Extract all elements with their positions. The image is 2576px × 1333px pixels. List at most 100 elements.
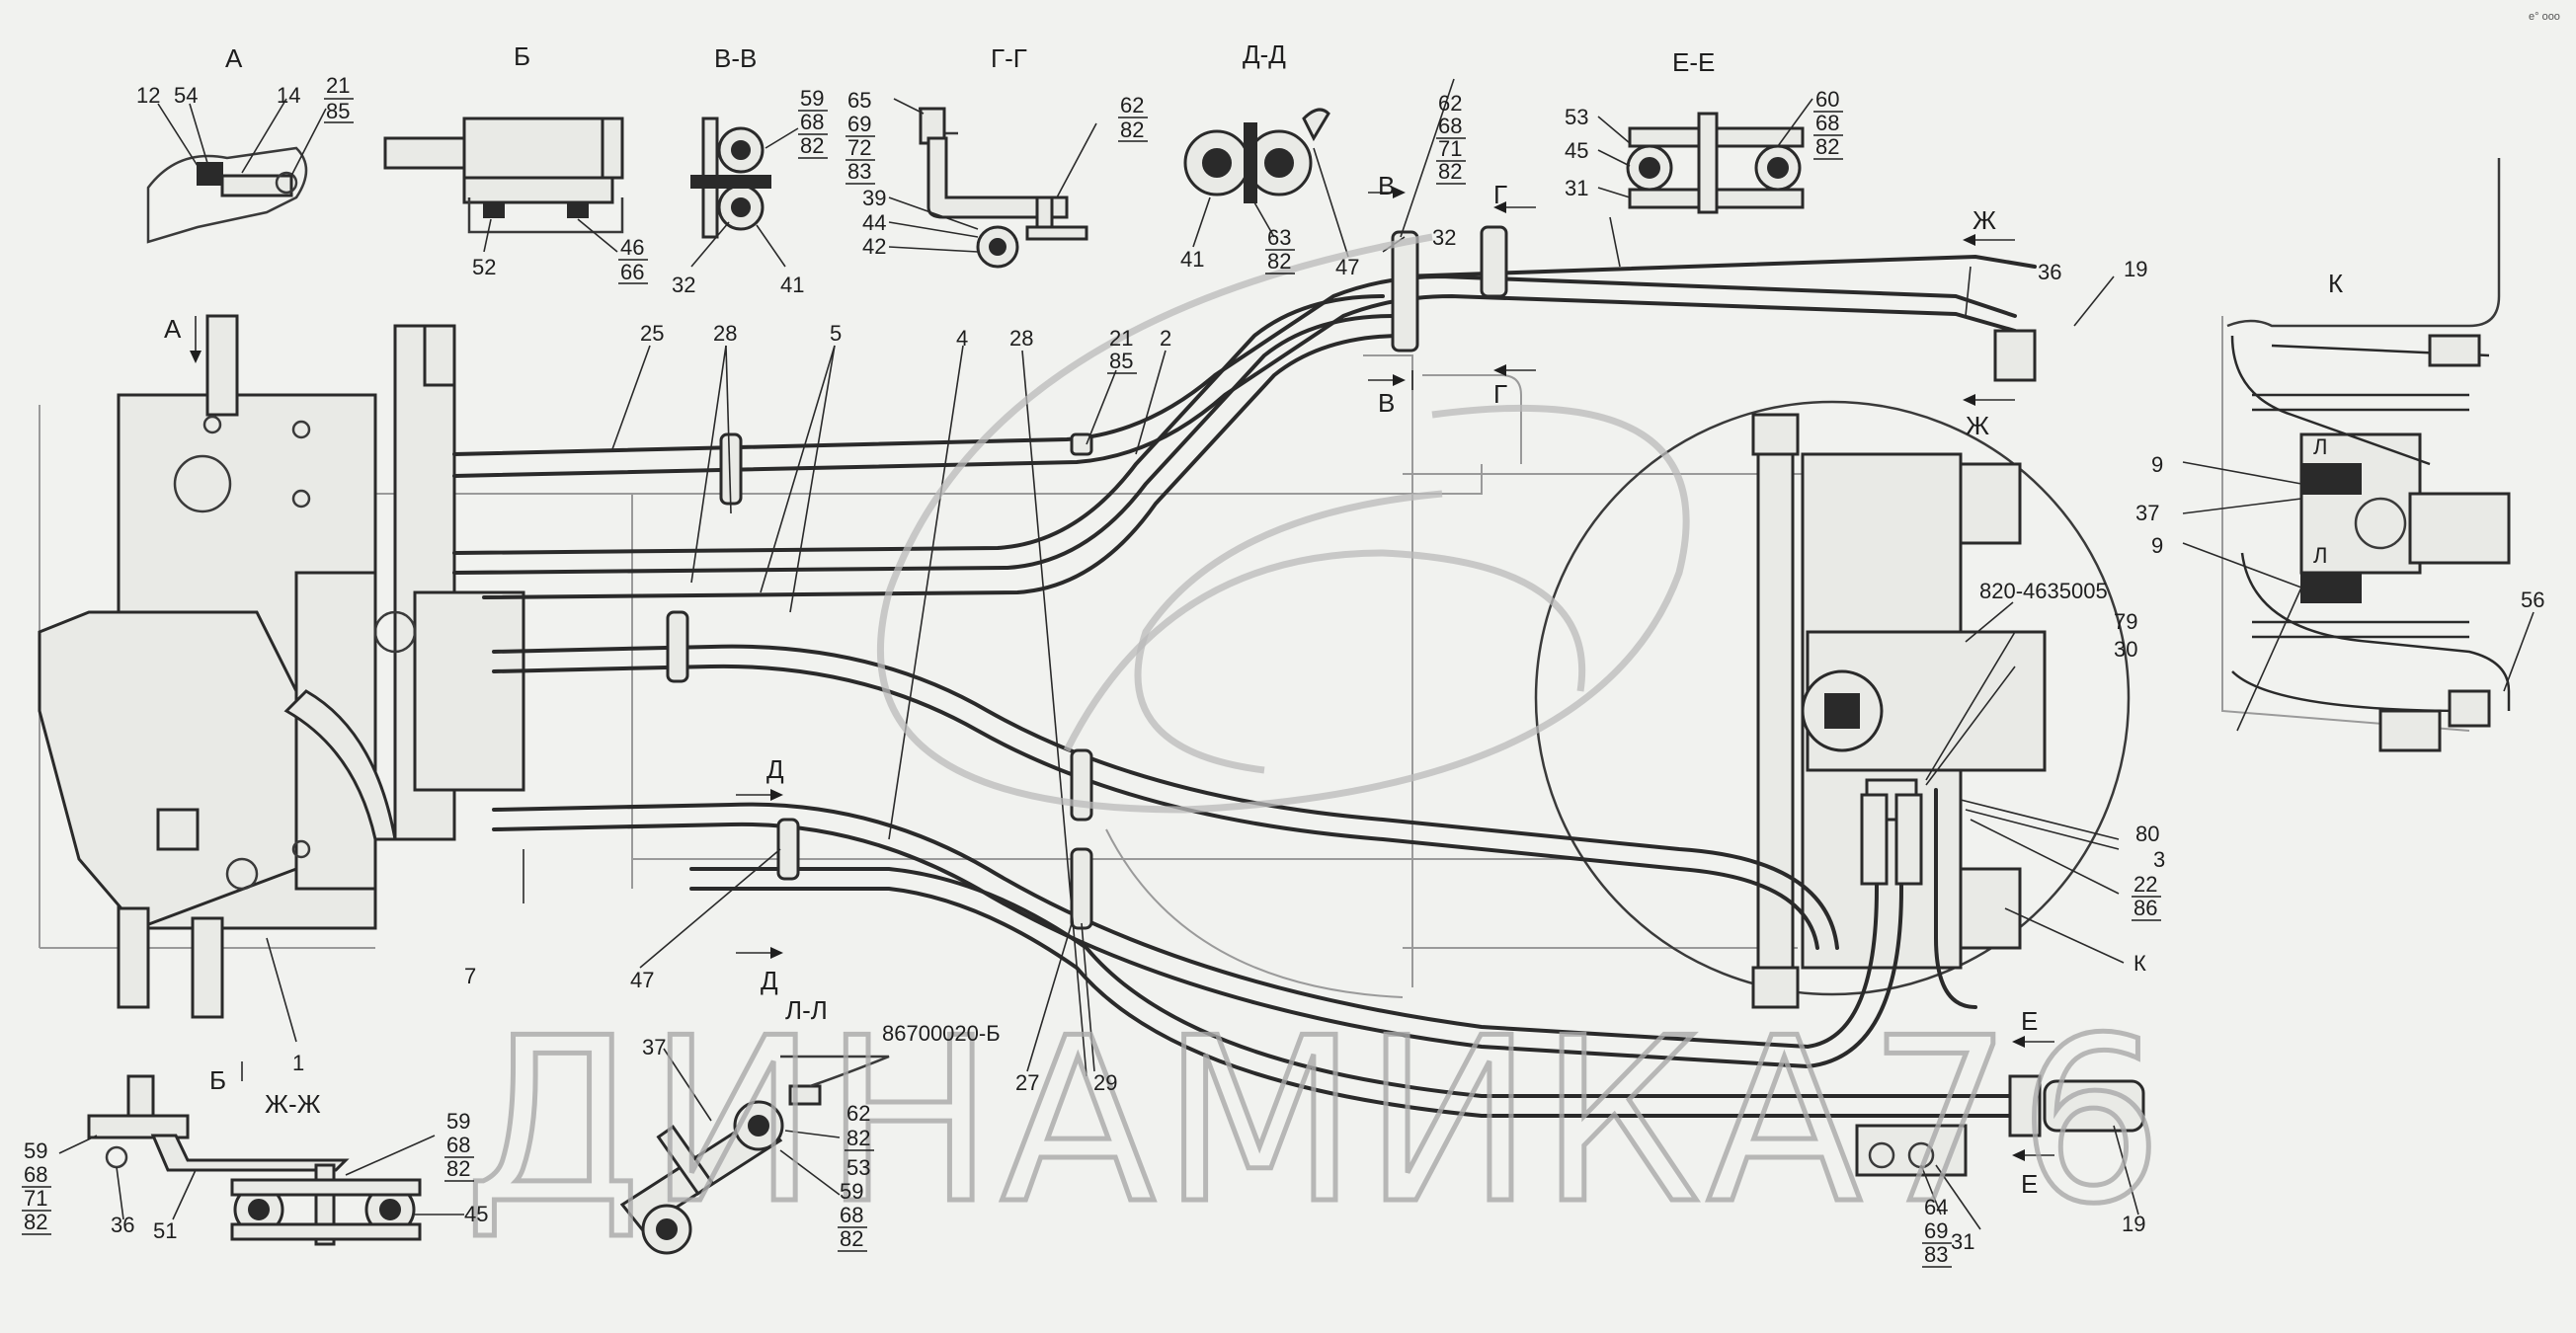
label-p-19: 19 [2124,257,2147,281]
cut-mark-v-top: В [1378,171,1395,200]
label-m-82: 82 [1438,159,1462,184]
cut-mark-zh-bot: Ж [1966,411,1989,440]
label-ll-ref: 86700020-Б [882,1021,1001,1046]
cut-mark-l-top: Л [2313,434,2327,459]
detail-gg [888,98,1097,269]
label-p-47: 47 [630,968,654,992]
detail-a [146,98,327,244]
section-title-ll: Л-Л [785,995,828,1025]
label-vv-82: 82 [800,133,824,158]
cut-mark-d-bot: Д [761,966,778,995]
label-p-2: 2 [1160,326,1171,351]
label-k-56: 56 [2521,588,2544,612]
pipe-bundle-upper [452,254,2037,599]
label-gg-72: 72 [847,135,871,160]
label-m-71: 71 [1438,136,1462,161]
cut-mark-v-bot: В [1378,388,1395,418]
label-p-21: 21 [1109,326,1133,351]
section-title-b: Б [514,41,530,71]
label-bot-19: 19 [2122,1212,2145,1236]
cut-mark-e-top: Е [2021,1006,2038,1036]
part-number-labels: 12 54 14 21 85 52 46 66 59 68 82 32 41 6… [24,73,2544,1267]
section-cut-arrows [190,187,2054,1161]
label-p-25: 25 [640,321,664,346]
label-k-9a: 9 [2151,452,2163,477]
section-title-zhzh: Ж-Ж [265,1089,321,1119]
label-vv-59: 59 [800,86,824,111]
label-p-part: 820-4635005 [1979,579,2108,603]
section-title-gg: Г-Г [991,43,1027,73]
label-b-66: 66 [620,260,644,284]
label-gg-39: 39 [862,186,886,210]
label-p-36: 36 [2038,260,2061,284]
detail-ee [1597,98,1813,214]
label-zh-71: 71 [24,1186,47,1211]
label-p-3: 3 [2153,847,2165,872]
label-p-K: К [2133,951,2146,976]
label-ee-60: 60 [1815,87,1839,112]
detail-zhzh [58,1074,464,1246]
label-zh-51: 51 [153,1218,177,1243]
label-vv-41: 41 [780,273,804,297]
label-k-37: 37 [2135,501,2159,525]
label-ll-82: 82 [846,1126,870,1150]
label-p-22: 22 [2133,872,2157,897]
label-ll-68: 68 [840,1203,863,1227]
label-ee-68: 68 [1815,111,1839,135]
label-ll-53: 53 [846,1155,870,1180]
label-gg-62: 62 [1120,93,1144,118]
section-title-ee: Е-Е [1672,47,1715,77]
cut-mark-a: А [164,314,182,344]
detail-vv [690,117,799,268]
detail-k [2182,158,2535,752]
label-zh-68: 68 [24,1162,47,1187]
label-dd-63: 63 [1267,225,1291,250]
label-a-14: 14 [277,83,300,108]
label-gg-82: 82 [1120,118,1144,142]
leader-lines [266,78,2139,1230]
label-vv-32: 32 [672,273,695,297]
label-m-62: 62 [1438,91,1462,116]
label-p-30: 30 [2114,637,2137,662]
label-p-4: 4 [956,326,968,351]
watermark-text: ДИНАМИКА76 [464,990,2169,1254]
label-bot-69: 69 [1924,1218,1948,1243]
label-zh-59r: 59 [446,1109,470,1134]
section-titles: А Б В-В Г-Г Д-Д Е-Е К Ж-Ж Л-Л [225,39,2343,1119]
detail-ll [619,1048,890,1255]
detail-b [383,117,624,253]
section-title-dd: Д-Д [1243,39,1286,69]
label-bot-64: 64 [1924,1195,1948,1219]
cut-mark-d-top: Д [766,754,784,784]
label-p-1: 1 [292,1051,304,1075]
stacked-number-rules [22,98,2161,1268]
cut-mark-g-top: Г [1493,180,1507,209]
label-a-21: 21 [326,73,350,98]
label-gg-65: 65 [847,88,871,113]
cut-mark-l-bot: Л [2313,543,2327,568]
label-ee-82: 82 [1815,134,1839,159]
label-b-52: 52 [472,255,496,279]
section-title-vv: В-В [714,43,757,73]
label-zh-45: 45 [464,1202,488,1226]
label-m-32: 32 [1432,225,1456,250]
label-k-9b: 9 [2151,533,2163,558]
label-p-29: 29 [1093,1070,1117,1095]
label-p-7: 7 [464,964,476,988]
watermark: ДИНАМИКА76 [462,233,2169,1257]
label-p-85: 85 [1109,349,1133,373]
corner-mark: е° ооо [2529,11,2560,23]
cut-mark-g-bot: Г [1493,379,1507,409]
label-p-28b: 28 [1009,326,1033,351]
label-ll-62: 62 [846,1101,870,1126]
detail-dd [1183,108,1349,258]
cut-mark-b: Б [209,1065,226,1095]
label-ee-53: 53 [1565,105,1588,129]
cut-mark-e-bot: Е [2021,1169,2038,1199]
label-gg-69: 69 [847,112,871,136]
label-ll-82b: 82 [840,1226,863,1251]
label-p-27: 27 [1015,1070,1039,1095]
label-zh-82r: 82 [446,1156,470,1181]
label-gg-44: 44 [862,210,886,235]
label-a-85: 85 [326,99,350,123]
